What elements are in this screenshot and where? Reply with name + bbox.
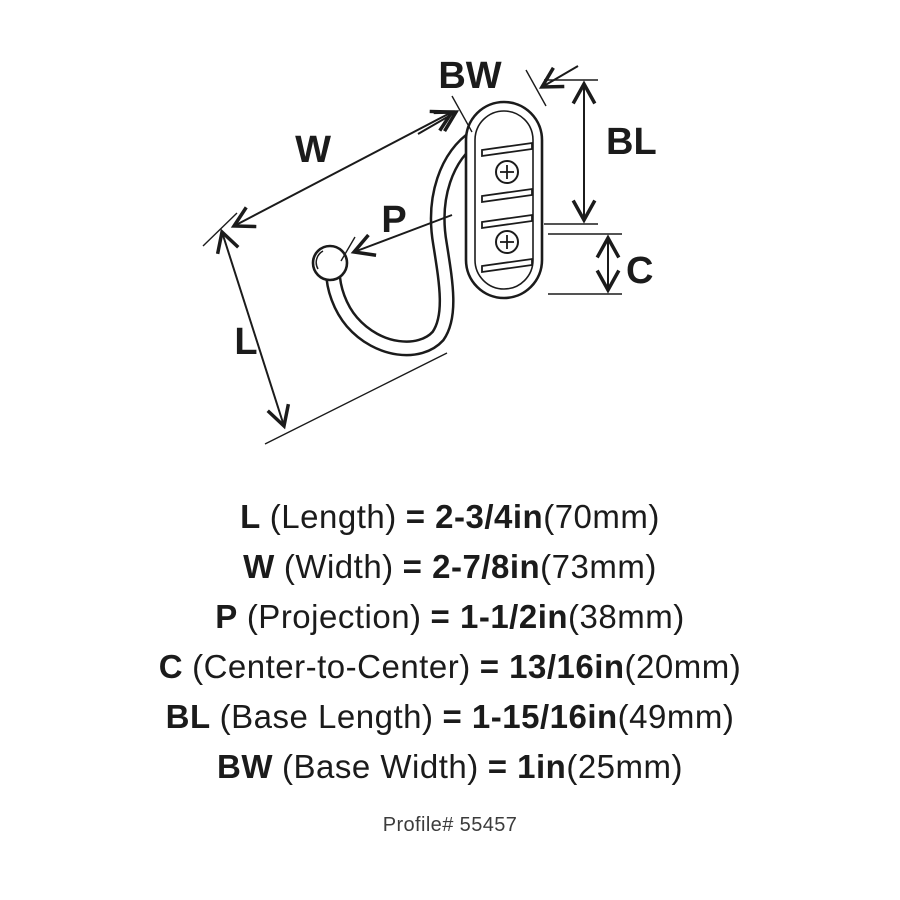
label-p: P — [381, 199, 406, 241]
mounting-screws — [481, 141, 533, 274]
spec-row-width: W(Width)= 2-7/8in(73mm) — [0, 542, 900, 592]
spec-name: (Center-to-Center) — [192, 648, 471, 685]
spec-name: (Base Width) — [281, 748, 479, 785]
spec-abbr: P — [215, 598, 238, 635]
dimension-bw — [417, 65, 579, 135]
dimension-c — [548, 233, 622, 295]
spec-value: = 2-7/8in — [402, 548, 541, 585]
spec-name: (Width) — [283, 548, 394, 585]
spec-abbr: L — [240, 498, 261, 535]
dimension-specs: L(Length)= 2-3/4in(70mm) W(Width)= 2-7/8… — [0, 492, 900, 837]
spec-row-base-width: BW(Base Width)= 1in(25mm) — [0, 742, 900, 792]
spec-value: = 13/16in — [479, 648, 625, 685]
label-w: W — [295, 129, 331, 171]
spec-abbr: W — [243, 548, 275, 585]
spec-abbr: BW — [217, 748, 273, 785]
spec-name: (Projection) — [246, 598, 422, 635]
spec-metric: (49mm) — [617, 698, 735, 735]
spec-value: = 1-1/2in — [430, 598, 569, 635]
hook-diagram: W BW BL C — [202, 55, 657, 445]
spec-value: = 1-15/16in — [442, 698, 618, 735]
dimension-l — [215, 228, 448, 445]
spec-metric: (73mm) — [540, 548, 657, 585]
profile-number: Profile# 55457 — [382, 814, 518, 836]
spec-value: = 1in — [487, 748, 567, 785]
spec-name: (Length) — [269, 498, 397, 535]
spec-metric: (70mm) — [543, 498, 660, 535]
spec-abbr: C — [158, 648, 184, 685]
spec-value: = 2-3/4in — [405, 498, 544, 535]
dimension-p — [340, 214, 453, 262]
spec-row-base-length: BL(Base Length)= 1-15/16in(49mm) — [0, 692, 900, 742]
dimension-bl — [544, 79, 598, 225]
spec-row-center-to-center: C(Center-to-Center)= 13/16in(20mm) — [0, 642, 900, 692]
spec-metric: (20mm) — [624, 648, 742, 685]
spec-row-projection: P(Projection)= 1-1/2in(38mm) — [0, 592, 900, 642]
label-l: L — [234, 321, 257, 363]
ball-finial — [311, 244, 349, 282]
spec-name: (Base Length) — [219, 698, 434, 735]
hook-diagram-svg: W BW BL C — [202, 55, 657, 445]
spec-row-length: L(Length)= 2-3/4in(70mm) — [0, 492, 900, 542]
label-bw: BW — [438, 55, 501, 97]
label-c: C — [626, 250, 653, 292]
spec-metric: (38mm) — [568, 598, 685, 635]
hook-arm — [325, 128, 484, 357]
spec-metric: (25mm) — [566, 748, 683, 785]
spec-abbr: BL — [165, 698, 211, 735]
label-bl: BL — [606, 121, 657, 163]
